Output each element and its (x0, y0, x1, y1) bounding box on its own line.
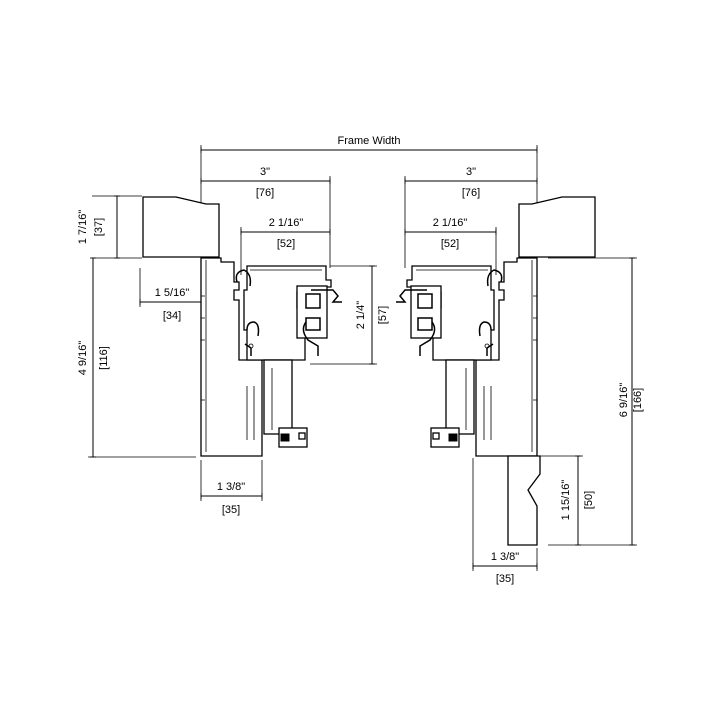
label-left-35: [35] (222, 504, 240, 516)
label-right-76: [76] (462, 187, 480, 199)
right-casing (518, 196, 596, 258)
left-casing (142, 196, 220, 258)
label-left-52: [52] (277, 238, 295, 250)
right-frame-assembly (396, 196, 596, 457)
label-1-15-16: 1 15/16" (560, 480, 572, 521)
label-right-1-3-8: 1 3/8" (491, 551, 519, 563)
label-34: [34] (163, 310, 181, 322)
right-lower-trim (507, 455, 541, 546)
label-166: [166] (632, 388, 644, 412)
label-57: [57] (377, 306, 389, 324)
label-left-1-3-8: 1 3/8" (217, 481, 245, 493)
dimension-labels: Frame Width 3" [76] 3" [76] 2 1/16" [52]… (77, 135, 644, 585)
label-right-52: [52] (441, 238, 459, 250)
label-116: [116] (98, 346, 110, 370)
label-left-2-1-16: 2 1/16" (269, 217, 304, 229)
dimension-lines (88, 145, 637, 571)
label-1-7-16: 1 7/16" (77, 210, 89, 245)
label-2-1-4: 2 1/4" (355, 301, 367, 329)
left-frame-assembly (142, 196, 342, 457)
label-left-3in: 3" (260, 166, 270, 178)
label-right-2-1-16: 2 1/16" (433, 217, 468, 229)
label-frame-width: Frame Width (338, 135, 401, 147)
label-4-9-16: 4 9/16" (77, 341, 89, 376)
label-37: [37] (93, 218, 105, 236)
label-6-9-16: 6 9/16" (618, 383, 630, 418)
label-right-35: [35] (496, 573, 514, 585)
label-1-5-16: 1 5/16" (155, 287, 190, 299)
label-left-76: [76] (256, 187, 274, 199)
label-50: [50] (583, 491, 595, 509)
label-right-3in: 3" (466, 166, 476, 178)
